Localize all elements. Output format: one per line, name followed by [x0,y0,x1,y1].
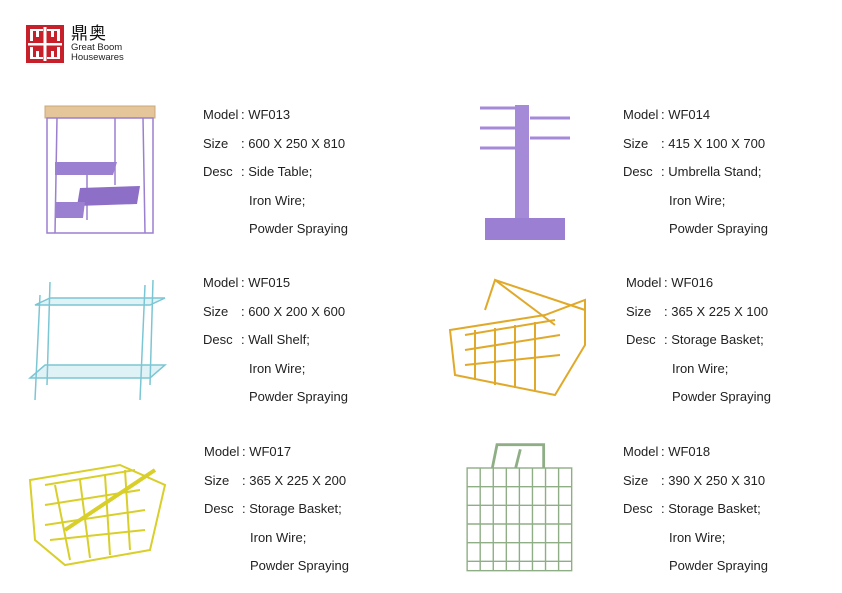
size-label: Size [623,135,649,151]
size-label: Size [204,472,230,488]
product-card [25,440,425,590]
model-label: Model [623,444,659,459]
size-label: Size [623,472,649,488]
desc-value: : Umbrella Stand; [661,164,762,179]
desc-finish: Powder Spraying [669,221,768,236]
product-card [25,270,425,420]
model-value: : WF013 [241,107,291,122]
desc-label: Desc [626,332,656,347]
size-value: : 600 X 250 X 810 [241,135,346,151]
model-label: Model [204,444,240,459]
desc-material: Iron Wire; [250,529,307,545]
product-card [445,100,842,250]
brand-logo: 鼎奥 Great Boom Housewares [26,25,124,63]
desc-label: Desc [623,164,653,179]
size-value: : 600 X 200 X 600 [241,303,346,319]
model-label: Model [203,275,239,290]
desc-value: : Storage Basket; [664,332,764,347]
model-label: Model [626,275,662,290]
storage-basket-image [28,463,167,567]
size-label: Size [203,303,229,319]
wall-shelf-image [27,279,168,401]
desc-label: Desc [203,332,233,347]
desc-label: Desc [623,501,653,516]
brand-name-en-1: Great Boom [71,42,123,53]
desc-finish: Powder Spraying [249,221,348,236]
desc-material: Iron Wire; [672,360,729,376]
desc-label: Desc [204,501,234,516]
side-table-image [44,105,156,234]
size-value: : 415 X 100 X 700 [661,135,766,151]
storage-basket-image [448,278,586,397]
desc-material: Iron Wire; [669,192,726,208]
desc-finish: Powder Spraying [250,558,349,573]
desc-material: Iron Wire; [249,360,306,376]
desc-material: Iron Wire; [669,529,726,545]
brand-name-cn: 鼎奥 [71,24,107,44]
model-value: : WF016 [664,275,714,290]
model-value: : WF015 [241,275,291,290]
desc-value: : Wall Shelf; [241,332,310,347]
desc-finish: Powder Spraying [672,389,771,404]
desc-value: : Storage Basket; [242,501,342,516]
brand-logo-mark-icon [26,25,64,63]
model-value: : WF017 [242,444,292,459]
model-value: : WF014 [661,107,711,122]
size-value: : 365 X 225 X 100 [664,303,769,319]
desc-label: Desc [203,164,233,179]
size-value: : 365 X 225 X 200 [242,472,347,488]
umbrella-stand-image [480,105,570,240]
size-value: : 390 X 250 X 310 [661,472,766,488]
desc-finish: Powder Spraying [669,558,768,573]
model-label: Model [623,107,659,122]
model-value: : WF018 [661,444,711,459]
size-label: Size [626,303,652,319]
model-label: Model [203,107,239,122]
storage-basket-image [466,443,573,572]
brand-name-en-2: Housewares [71,52,124,63]
desc-material: Iron Wire; [249,192,306,208]
product-card [445,440,842,590]
desc-finish: Powder Spraying [249,389,348,404]
size-label: Size [203,135,229,151]
product-card [445,270,842,420]
desc-value: : Storage Basket; [661,501,761,516]
product-card [25,100,425,250]
desc-value: : Side Table; [241,164,313,179]
